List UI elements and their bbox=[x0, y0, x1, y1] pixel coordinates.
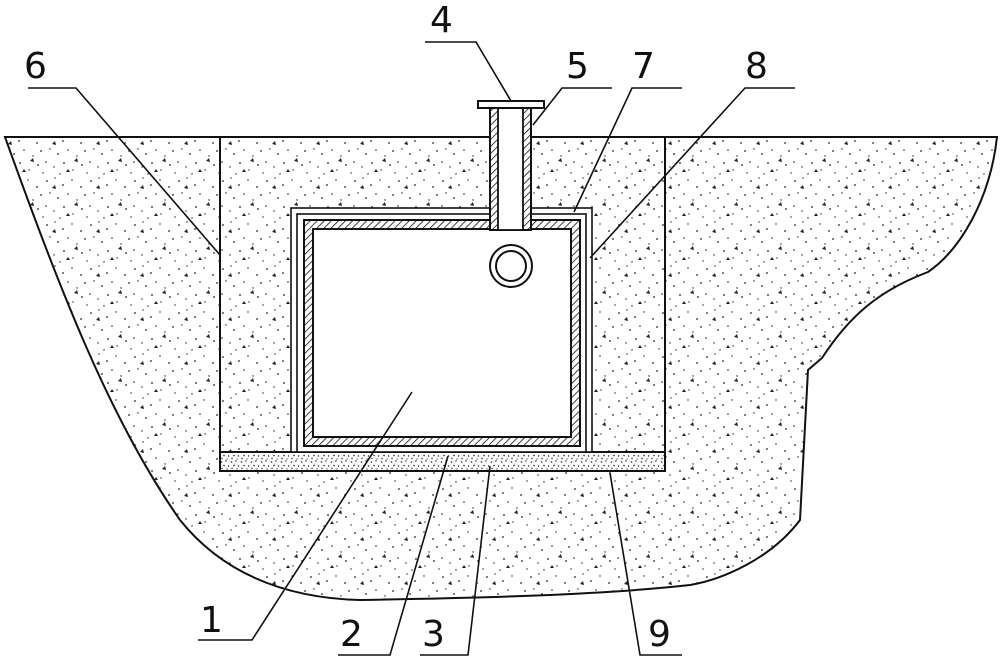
callout-6: 6 bbox=[24, 46, 47, 87]
leader-lines bbox=[28, 41, 795, 656]
leader-line-4 bbox=[425, 41, 512, 102]
leader-line-3 bbox=[420, 465, 491, 656]
leader-line-1 bbox=[198, 391, 413, 641]
leader-line-6 bbox=[28, 87, 221, 256]
leader-line-9 bbox=[609, 472, 682, 656]
outlet-bore bbox=[495, 250, 527, 282]
leader-line-2 bbox=[338, 455, 449, 656]
callout-2: 2 bbox=[340, 614, 363, 655]
callout-9: 9 bbox=[648, 614, 671, 655]
cushion-layer bbox=[219, 451, 666, 472]
leader-line-5 bbox=[532, 87, 612, 126]
callout-4: 4 bbox=[430, 0, 453, 41]
callout-7: 7 bbox=[632, 46, 655, 87]
leader-line-7 bbox=[573, 87, 682, 213]
pipe-cap-flange bbox=[477, 100, 545, 109]
callout-1: 1 bbox=[200, 600, 223, 641]
callout-5: 5 bbox=[566, 46, 589, 87]
tank-interior bbox=[312, 228, 572, 438]
callout-3: 3 bbox=[422, 614, 445, 655]
leader-line-8 bbox=[589, 87, 795, 259]
callout-8: 8 bbox=[745, 46, 768, 87]
riser-pipe-bore bbox=[497, 103, 524, 231]
